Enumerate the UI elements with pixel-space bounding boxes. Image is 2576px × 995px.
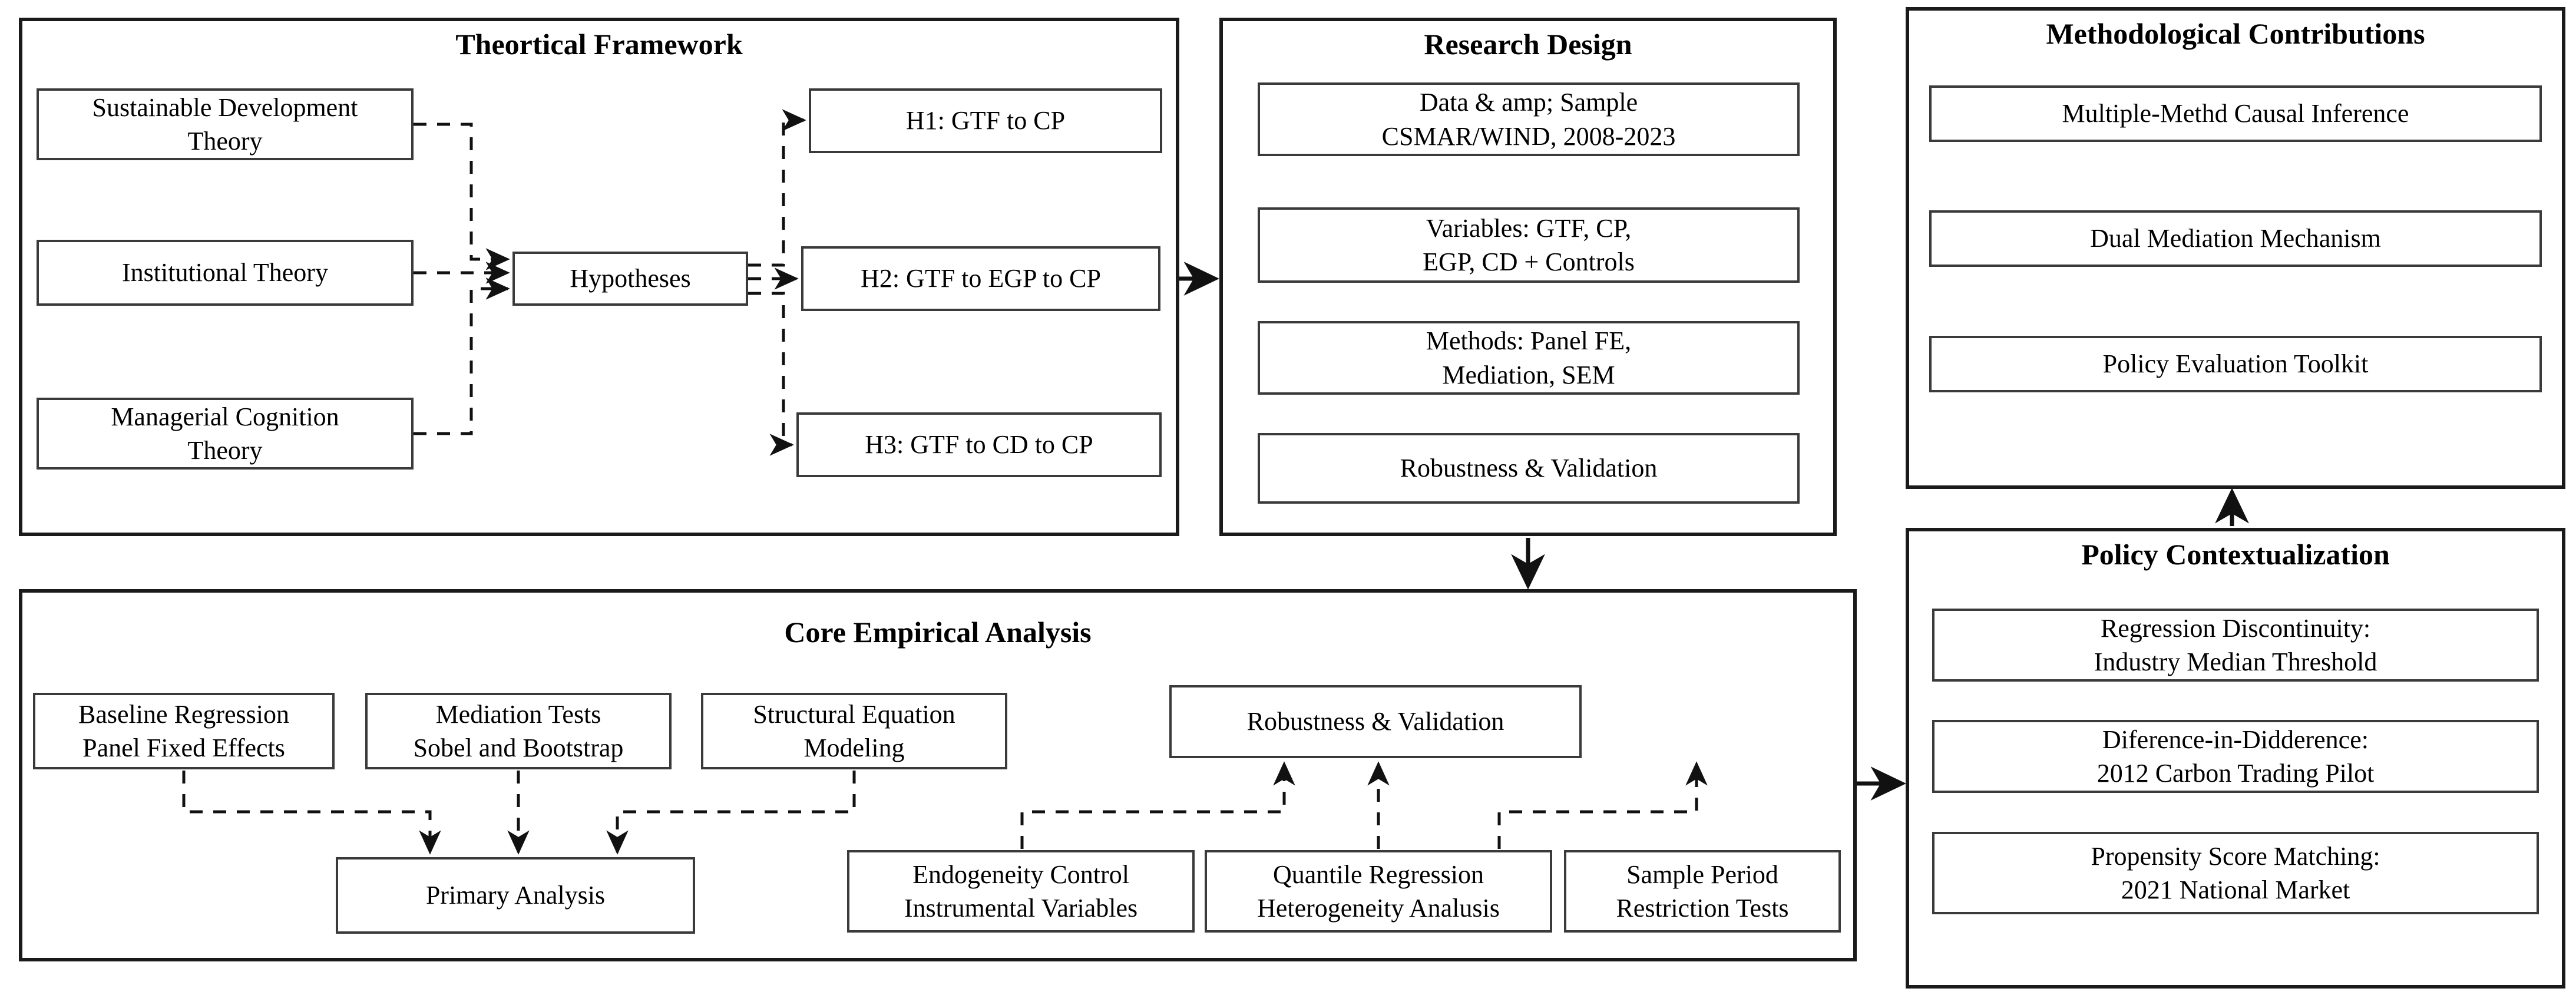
node-regression-discontinuity[interactable]: Regression Discontinuity:Industry Median… [1932,609,2539,682]
node-multiple-method-causal-inference[interactable]: Multiple-Methd Causal Inference [1929,85,2542,142]
node-dual-mediation-mechanism[interactable]: Dual Mediation Mechanism [1929,210,2542,267]
node-robustness-validation-design[interactable]: Robustness & Validation [1258,433,1800,504]
node-label: Multiple-Methd Causal Inference [2062,99,2409,128]
node-variables[interactable]: Variables: GTF, CP,EGP, CD + Controls [1258,207,1800,283]
node-hypothesis-h1[interactable]: H1: GTF to CP [809,88,1162,153]
node-label: Institutional Theory [122,258,328,287]
panel-title-methodological-contributions: Methodological Contributions [2046,17,2425,50]
node-institutional-theory[interactable]: Institutional Theory [37,240,414,306]
node-label: Dual Mediation Mechanism [2090,224,2381,253]
node-label: Robustness & Validation [1400,454,1658,483]
node-difference-in-difference[interactable]: Diference-in-Didderence:2012 Carbon Trad… [1932,720,2539,793]
node-robustness-validation-core[interactable]: Robustness & Validation [1169,685,1582,758]
node-policy-evaluation-toolkit[interactable]: Policy Evaluation Toolkit [1929,336,2542,392]
panel-title-policy-contextualization: Policy Contextualization [2081,538,2390,571]
node-hypotheses[interactable]: Hypotheses [512,252,748,306]
node-label: Diference-in-Didderence:2012 Carbon Trad… [2096,725,2375,788]
node-label: H3: GTF to CD to CP [865,430,1093,460]
node-hypothesis-h3[interactable]: H3: GTF to CD to CP [796,412,1162,477]
panel-title-core-empirical-analysis: Core Empirical Analysis [784,616,1092,649]
node-label: Policy Evaluation Toolkit [2102,349,2369,379]
panel-title-research-design: Research Design [1424,28,1632,61]
node-label: H2: GTF to EGP to CP [861,264,1101,293]
node-label: Methods: Panel FE,Mediation, SEM [1426,326,1632,389]
node-label: Robustness & Validation [1246,707,1504,736]
node-propensity-score-matching[interactable]: Propensity Score Matching:2021 National … [1932,832,2539,914]
node-methods[interactable]: Methods: Panel FE,Mediation, SEM [1258,321,1800,395]
node-label: H1: GTF to CP [905,106,1066,135]
node-label: Hypotheses [570,264,691,293]
node-label: Regression Discontinuity:Industry Median… [2094,613,2377,676]
node-label: Primary Analysis [425,881,606,910]
node-label: Variables: GTF, CP,EGP, CD + Controls [1423,213,1635,276]
node-label: Propensity Score Matching:2021 National … [2091,841,2380,904]
node-primary-analysis[interactable]: Primary Analysis [336,857,695,934]
panel-title-theoretical-framework: Theortical Framework [455,28,743,61]
node-hypothesis-h2[interactable]: H2: GTF to EGP to CP [801,246,1160,311]
